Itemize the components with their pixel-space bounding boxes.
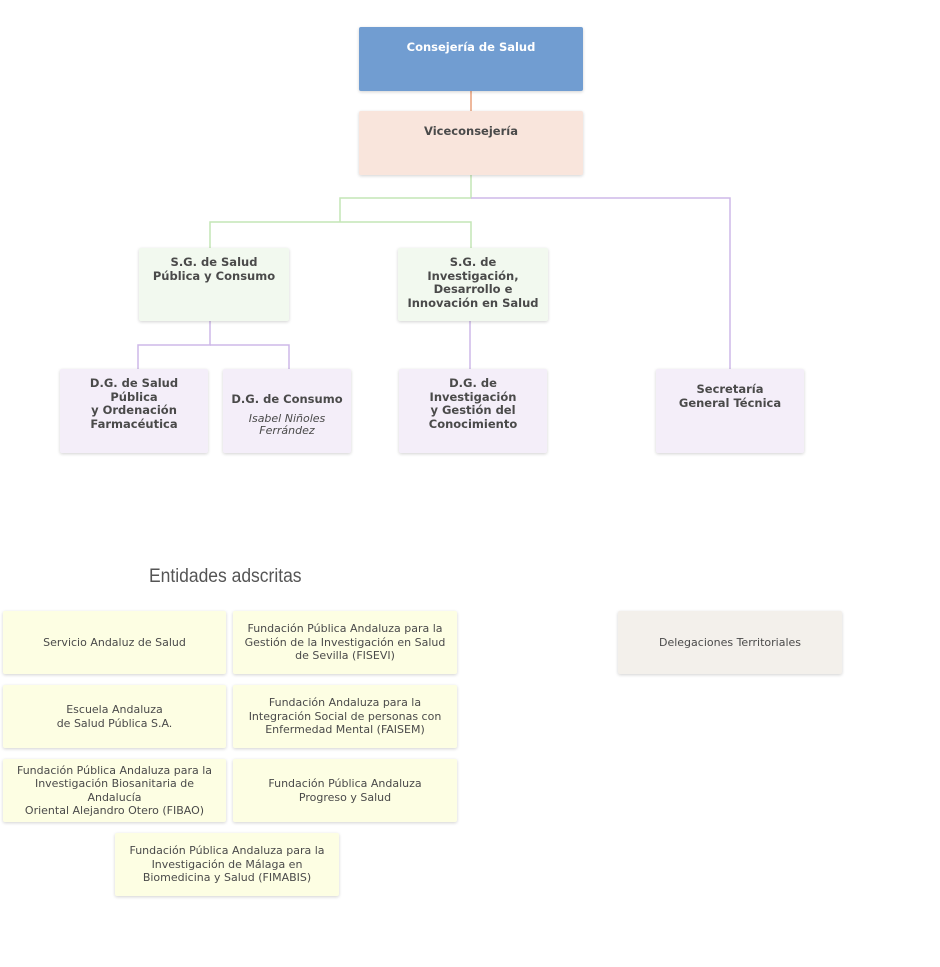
entity-label: Fundación Pública Andaluza para la Inves… [16,763,213,818]
entity-fibao[interactable]: Fundación Pública Andaluza para la Inves… [3,759,226,822]
node-label: D.G. de Consumo [231,392,343,406]
entity-fimabis[interactable]: Fundación Pública Andaluza para la Inves… [115,833,339,896]
node-label: S.G. de Salud Pública y Consumo [152,255,276,283]
entity-label: Delegaciones Territoriales [658,635,802,649]
entity-progreso-y-salud[interactable]: Fundación Pública Andaluza Progreso y Sa… [233,759,457,822]
entity-label: Servicio Andaluz de Salud [43,635,186,649]
node-label: Consejería de Salud [406,40,536,54]
entities-section-title: Entidades adscritas [149,566,302,587]
vice-to-sg-lines [339,175,472,222]
node-label: S.G. de Investigación, Desarrollo e Inno… [407,255,539,310]
vice-to-secretaria-line [471,197,731,369]
entity-label: Fundación Pública Andaluza Progreso y Sa… [268,777,422,804]
person-name: Isabel Niñoles Ferrández [248,411,326,437]
node-consejeria-de-salud[interactable]: Consejería de Salud [359,27,583,91]
entity-label: Fundación Pública Andaluza para la Gesti… [244,622,446,663]
node-label: Viceconsejería [424,124,518,138]
node-sg-salud-publica-consumo[interactable]: S.G. de Salud Pública y Consumo [139,248,289,321]
entity-label: Fundación Pública Andaluza para la Inves… [129,844,325,885]
node-sg-investigacion[interactable]: S.G. de Investigación, Desarrollo e Inno… [398,248,548,321]
entity-escuela-andaluza-salud-publica[interactable]: Escuela Andaluza de Salud Pública S.A. [3,685,226,748]
entity-label: Fundación Andaluza para la Integración S… [248,696,442,737]
node-label: D.G. de Investigación y Gestión del Cono… [428,376,518,431]
sg-salud-to-consumo-line [210,344,290,369]
node-secretaria-general-tecnica[interactable]: Secretaría General Técnica [656,369,804,453]
node-label: D.G. de Salud Pública y Ordenación Farma… [89,376,179,431]
entity-servicio-andaluz-de-salud[interactable]: Servicio Andaluz de Salud [3,611,226,674]
entity-fisevi[interactable]: Fundación Pública Andaluza para la Gesti… [233,611,457,674]
node-viceconsejeria[interactable]: Viceconsejería [359,111,583,175]
entity-delegaciones-territoriales[interactable]: Delegaciones Territoriales [618,611,842,674]
node-label: Secretaría General Técnica [678,382,782,410]
node-dg-investigacion[interactable]: D.G. de Investigación y Gestión del Cono… [399,369,547,453]
sg-salud-to-dg-lines [137,321,211,369]
sg-branch-line [209,221,472,248]
entity-faisem[interactable]: Fundación Andaluza para la Integración S… [233,685,457,748]
node-dg-consumo[interactable]: D.G. de Consumo Isabel Niñoles Ferrández [223,369,351,453]
node-dg-salud-publica[interactable]: D.G. de Salud Pública y Ordenación Farma… [60,369,208,453]
entity-label: Escuela Andaluza de Salud Pública S.A. [56,703,173,730]
